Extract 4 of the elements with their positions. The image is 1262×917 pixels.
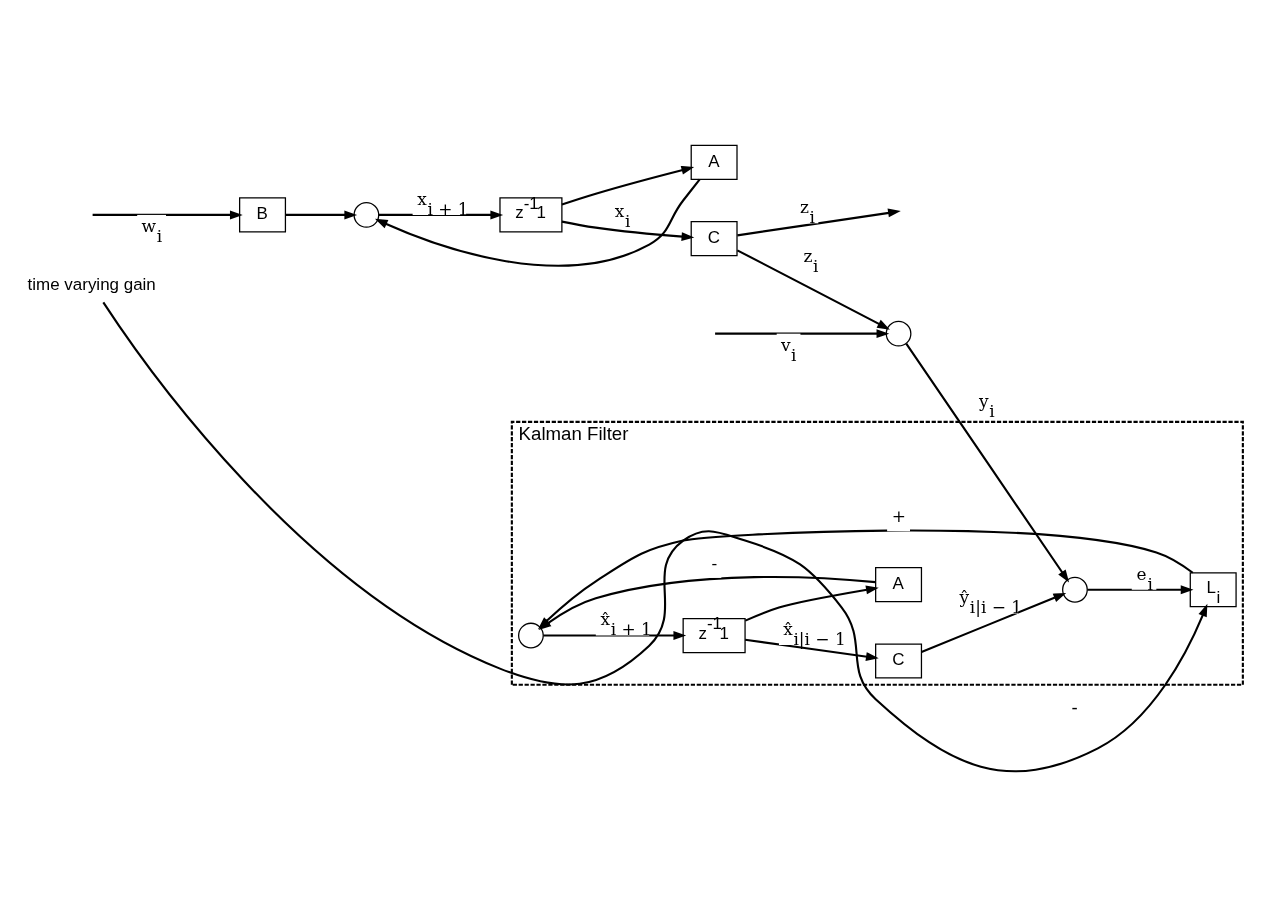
edge-label: + — [891, 505, 906, 526]
edge-label: - — [711, 552, 718, 573]
node-text: time varying gain — [27, 274, 156, 294]
label: - — [1071, 697, 1078, 719]
